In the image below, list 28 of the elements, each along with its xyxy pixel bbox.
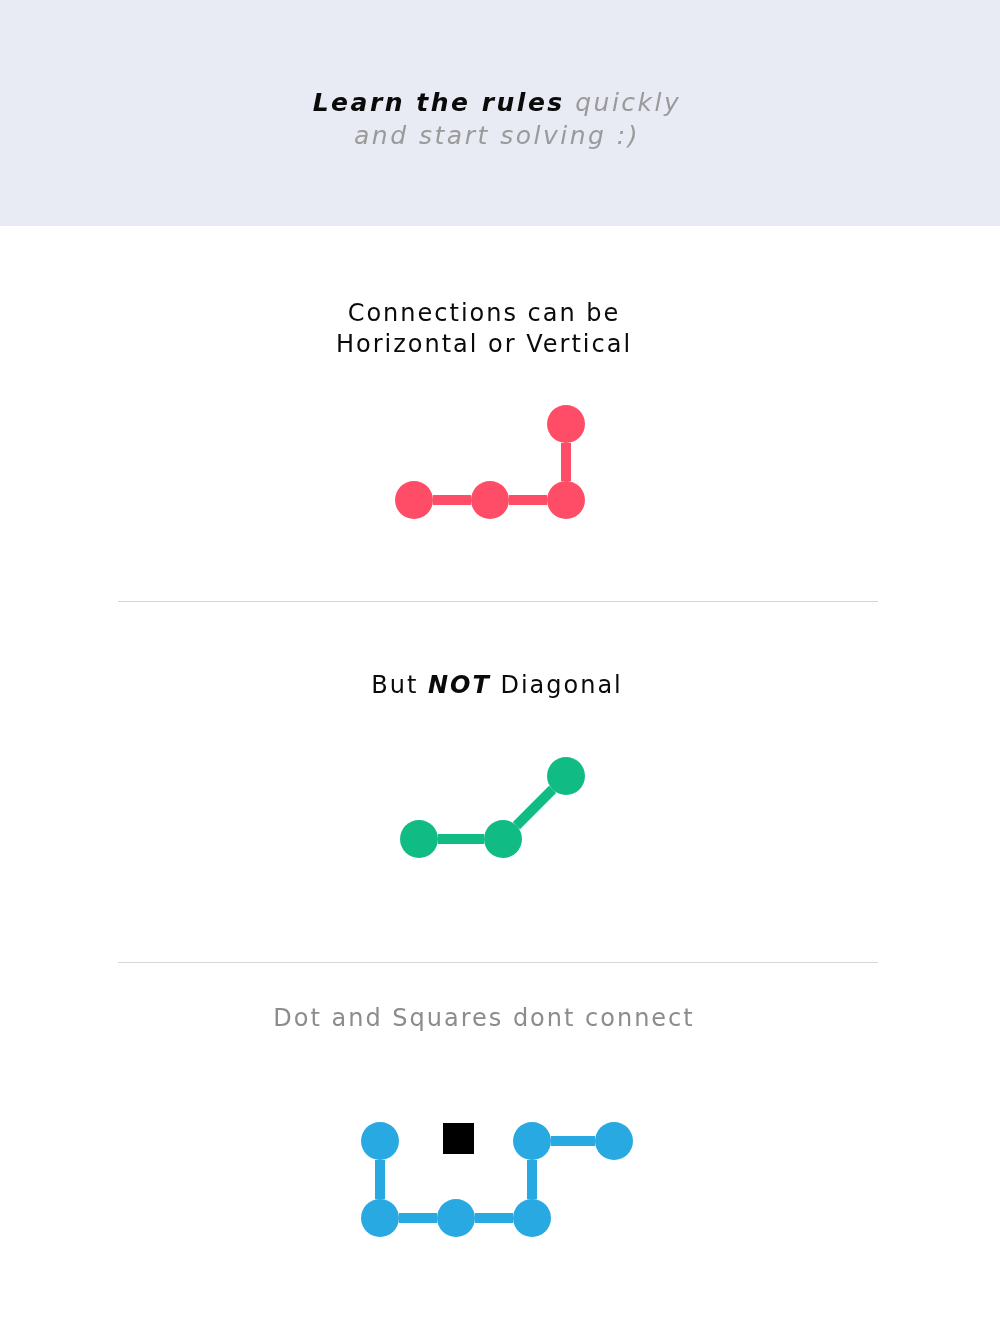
dot-node bbox=[361, 1199, 399, 1237]
dot-node bbox=[395, 481, 433, 519]
dot-node bbox=[547, 405, 585, 443]
connector-line bbox=[527, 1160, 537, 1199]
square-node bbox=[442, 1122, 474, 1154]
connector-line bbox=[399, 1213, 437, 1223]
dot-node bbox=[513, 1199, 551, 1237]
rule-heading: Connections can be Horizontal or Vertical bbox=[334, 298, 634, 360]
dot-node bbox=[437, 1199, 475, 1237]
connector-line bbox=[551, 1136, 595, 1146]
connector-line bbox=[375, 1160, 385, 1199]
dot-node bbox=[400, 820, 438, 858]
dot-node bbox=[547, 481, 585, 519]
dot-node bbox=[484, 820, 522, 858]
rule-heading: Dot and Squares dont connect bbox=[272, 1003, 696, 1034]
dot-node bbox=[547, 757, 585, 795]
connector-line bbox=[509, 495, 547, 505]
rule-heading: But NOT Diagonal bbox=[370, 670, 624, 701]
title-text: Learn the rules quickly and start solving :) bbox=[311, 87, 683, 152]
connector-line bbox=[438, 834, 484, 844]
connector-line bbox=[561, 443, 571, 481]
dot-node bbox=[471, 481, 509, 519]
connector-line bbox=[512, 785, 557, 830]
connector-line bbox=[433, 495, 471, 505]
dot-node bbox=[595, 1122, 633, 1160]
connector-line bbox=[475, 1213, 513, 1223]
dot-node bbox=[361, 1122, 399, 1160]
dot-node bbox=[513, 1122, 551, 1160]
